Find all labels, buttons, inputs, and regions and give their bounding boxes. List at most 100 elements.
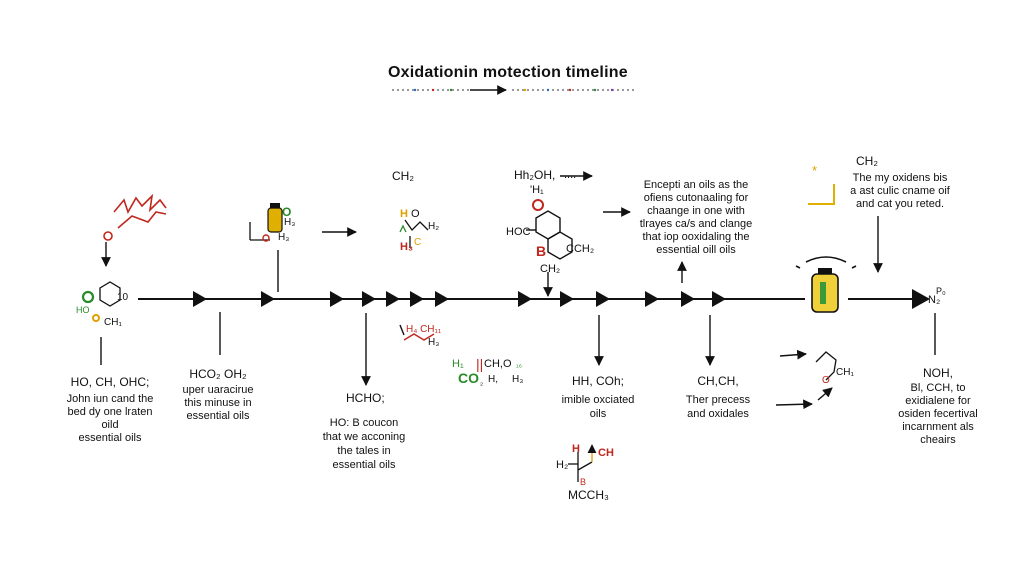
s6-top-2: ofiens cutonaaling for xyxy=(643,192,749,204)
timeline-marker xyxy=(518,291,532,307)
mol-c-h3: H₃ xyxy=(400,241,414,253)
timeline-marker xyxy=(330,291,344,307)
mol-d-h3: H₃ xyxy=(428,337,440,348)
mol-e-cho: CH,O xyxy=(484,358,512,370)
mol-b-h3b: H₃ xyxy=(278,232,290,243)
timeline-marker xyxy=(596,291,610,307)
s7-desc-2: a ast culic cname oif xyxy=(850,185,950,197)
s3-desc-2: that we acconing xyxy=(322,431,406,443)
s8-desc-3: osiden fecertival xyxy=(898,408,978,420)
mol-e-sep: || xyxy=(476,356,484,372)
s5-desc-1: imible oxciated xyxy=(561,394,635,406)
mol-f-h: H xyxy=(572,443,580,455)
s8-desc-5: cheairs xyxy=(920,434,956,446)
s3-top: CH₂ xyxy=(392,169,414,183)
molecule-d xyxy=(399,324,435,341)
s3-desc-3: the tales in xyxy=(337,445,391,457)
s4-ring-hoc: HOC xyxy=(506,226,531,238)
mol-f-ch: CH xyxy=(598,447,614,459)
amber-bracket xyxy=(808,184,835,205)
s1-formula: HO, CH, OHC; xyxy=(70,375,150,389)
molecule-ring xyxy=(526,199,573,260)
s1-desc-3: oild xyxy=(101,419,119,431)
mol-b-o: O xyxy=(282,205,292,219)
s3-desc-1: HO: B coucon xyxy=(329,417,399,429)
s6-top-6: essential oill oils xyxy=(656,244,736,256)
mol-a-10: 10 xyxy=(117,292,129,303)
s6-top-4: tlrayes ca/s and clange xyxy=(639,218,753,230)
s4-ring-cch2: CCH₂ xyxy=(566,243,595,255)
diagram-title: Oxidationin motection timeline xyxy=(388,64,628,81)
s3-desc-4: essential oils xyxy=(332,459,396,471)
s1-desc-4: essential oils xyxy=(78,432,142,444)
s3-mid: HCHO; xyxy=(346,391,385,405)
mol-a-ch: CH₁ xyxy=(104,317,122,328)
mol-e-h3: H₃ xyxy=(512,374,524,385)
molecule-c xyxy=(399,219,429,248)
mol-d-h4: H₄ CH₁₁ xyxy=(406,324,442,335)
mol-c-o: O xyxy=(411,208,420,220)
mol-e-sub2: ₂ xyxy=(480,378,484,387)
timeline-marker xyxy=(410,291,424,307)
s4-note: .... xyxy=(564,169,577,181)
mol-h-n2: N₂ xyxy=(928,294,941,306)
mol-e-sub: ₁₆ xyxy=(516,360,522,369)
molecule-a xyxy=(81,281,121,322)
timeline-marker xyxy=(645,291,659,307)
timeline-marker xyxy=(560,291,574,307)
s2-formula: HCO₂ OH₂ xyxy=(189,367,247,381)
s4-ring-ch2: CH₂ xyxy=(540,263,561,275)
mol-f-h2: H₂ xyxy=(556,459,569,471)
s6-top-5: that iop ooxidaling the xyxy=(642,231,750,243)
mol-e-h1: H₁ xyxy=(452,358,464,370)
s7-top: CH₂ xyxy=(856,154,878,168)
mol-h-p0: P₀ xyxy=(936,286,946,296)
mol-b-h3a: H₃ xyxy=(284,217,296,228)
timeline-marker xyxy=(362,291,376,307)
s6-formula: CH,CH, xyxy=(697,374,739,388)
mol-c-c: C xyxy=(414,237,422,248)
s5-desc-2: oils xyxy=(589,408,607,420)
s6-top-3: chaange in one with xyxy=(647,205,745,217)
s8-desc-4: incarnment als xyxy=(902,421,974,433)
timeline-marker xyxy=(261,291,275,307)
mol-a-ho: HO xyxy=(76,305,90,315)
mol-g-o: O xyxy=(822,375,830,386)
oil-bottle-icon xyxy=(795,256,857,313)
amber-star-icon: * xyxy=(812,163,818,178)
s8-formula: NOH, xyxy=(923,366,953,380)
timeline-marker xyxy=(681,291,695,307)
mol-c-h: H xyxy=(400,208,408,220)
s2-desc-1: uper uaracirue xyxy=(182,384,254,396)
s6-top-1: Encepti an oils as the xyxy=(643,179,749,191)
timeline-marker xyxy=(193,291,207,307)
molecule-g xyxy=(815,351,837,381)
timeline-end-marker xyxy=(912,289,930,309)
mol-g-ch: CH₁ xyxy=(836,367,854,378)
connectors xyxy=(100,171,936,410)
s8-desc-1: Bl, CCH, to xyxy=(910,382,966,394)
s6-desc-2: and oxidales xyxy=(687,408,749,420)
s4-top: Hh₂OH, xyxy=(514,168,556,182)
s6-desc-1: Ther precess xyxy=(685,394,751,406)
molecule-f xyxy=(568,444,597,482)
s1-desc-1: John iun cand the xyxy=(66,393,154,405)
red-scribble xyxy=(103,193,167,241)
mol-c-h2: H₂ xyxy=(428,221,440,232)
main-timeline xyxy=(138,289,930,309)
mol-e-co: CO xyxy=(458,370,479,386)
mol-f-b: B xyxy=(580,477,587,487)
s4-ring-b: B xyxy=(536,243,547,259)
s7-desc-3: and cat you reted. xyxy=(855,198,945,210)
timeline-marker xyxy=(712,291,726,307)
s5-formula: HH, COh; xyxy=(571,374,625,388)
molecule-b xyxy=(249,203,283,242)
s2-desc-3: essential oils xyxy=(186,410,250,422)
s1-desc-2: bed dy one lraten xyxy=(67,406,153,418)
timeline-marker xyxy=(435,291,449,307)
timeline-marker xyxy=(386,291,400,307)
s4-top2: 'H₁ xyxy=(530,184,544,196)
mol-e-h: H, xyxy=(488,374,498,385)
title-underline xyxy=(392,85,635,95)
